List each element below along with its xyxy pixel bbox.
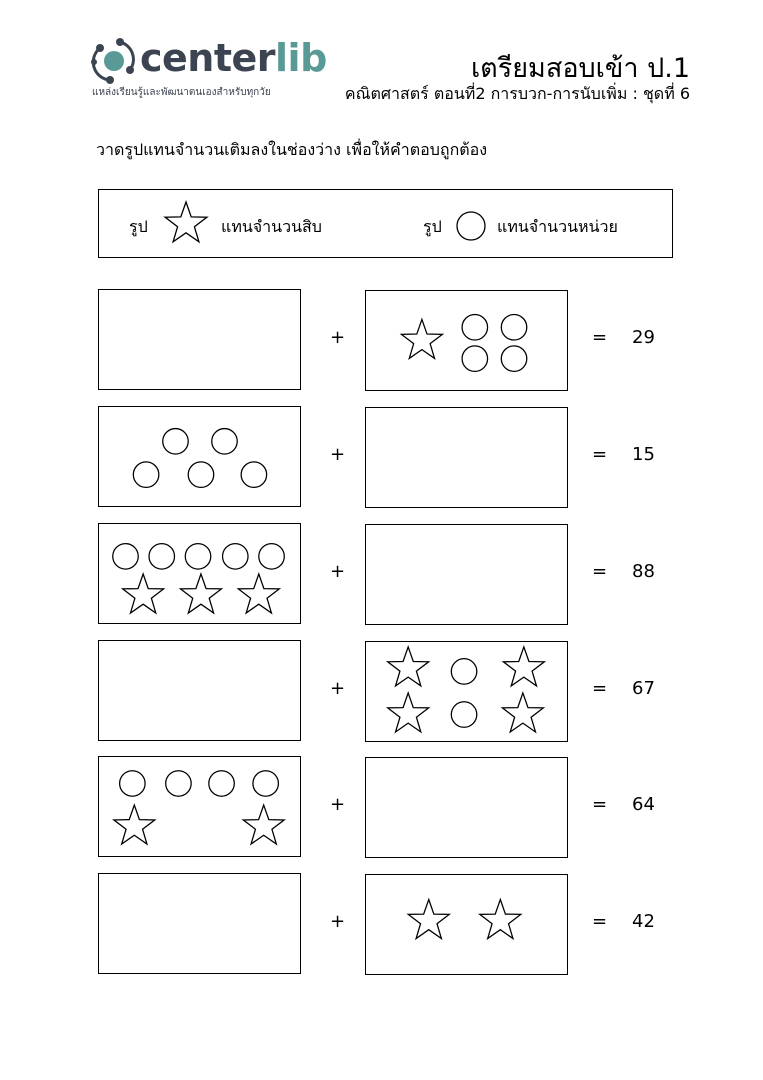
plus-sign: + xyxy=(330,327,346,348)
star-icon xyxy=(407,898,450,940)
shape-box xyxy=(365,290,568,391)
instruction: วาดรูปแทนจำนวนเติมลงในช่องว่าง เพื่อให้ค… xyxy=(96,140,488,159)
answer-value: 67 xyxy=(632,678,655,699)
shape-box xyxy=(98,406,301,507)
circle-icon xyxy=(118,770,146,797)
circle-icon xyxy=(162,427,189,455)
answer-box-empty[interactable] xyxy=(98,640,301,741)
star-icon xyxy=(161,199,211,249)
logo-main: center xyxy=(140,36,276,80)
circle-icon xyxy=(500,313,528,341)
logo-icon xyxy=(91,38,135,84)
equals-sign: = xyxy=(592,678,608,699)
circle-icon xyxy=(456,211,486,241)
legend-box: รูป แทนจำนวนสิบ รูป แทนจำนวนหน่วย xyxy=(98,189,673,258)
circle-icon xyxy=(211,427,238,455)
legend-shape-label: รูป xyxy=(129,217,148,236)
circle-icon xyxy=(187,461,215,489)
star-icon xyxy=(502,646,545,687)
star-icon xyxy=(179,573,223,614)
answer-value: 15 xyxy=(632,444,655,465)
answer-value: 88 xyxy=(632,561,655,582)
circle-icon xyxy=(258,542,285,570)
shape-box xyxy=(98,523,301,624)
circle-icon xyxy=(450,658,478,685)
logo-accent: lib xyxy=(275,36,327,80)
shape-box xyxy=(365,874,568,975)
circle-icon xyxy=(221,542,249,570)
plus-sign: + xyxy=(330,561,346,582)
plus-sign: + xyxy=(330,794,346,815)
answer-value: 29 xyxy=(632,327,655,348)
circle-icon xyxy=(461,345,489,373)
answer-box-empty[interactable] xyxy=(98,873,301,974)
equals-sign: = xyxy=(592,444,608,465)
page-subtitle: คณิตศาสตร์ ตอนที่2 การบวก-การนับเพิ่ม : … xyxy=(344,84,690,103)
plus-sign: + xyxy=(330,911,346,932)
star-icon xyxy=(237,573,280,614)
legend-circle-meaning: แทนจำนวนหน่วย xyxy=(497,217,618,236)
answer-box-empty[interactable] xyxy=(365,524,568,625)
circle-icon xyxy=(132,461,160,489)
legend-star-meaning: แทนจำนวนสิบ xyxy=(221,217,322,236)
equals-sign: = xyxy=(592,911,608,932)
circle-icon xyxy=(208,770,235,797)
star-icon xyxy=(501,692,544,733)
equals-sign: = xyxy=(592,794,608,815)
star-icon xyxy=(122,573,165,614)
circle-icon xyxy=(184,542,212,570)
circle-icon xyxy=(240,461,268,489)
plus-sign: + xyxy=(330,444,346,465)
circle-icon xyxy=(112,542,139,570)
circle-icon xyxy=(252,770,280,797)
logo-text: centerlib xyxy=(140,36,327,80)
circle-icon xyxy=(450,701,478,728)
star-icon xyxy=(400,318,444,360)
equals-sign: = xyxy=(592,561,608,582)
legend-shape-label: รูป xyxy=(423,217,442,236)
star-icon xyxy=(242,804,285,845)
circle-icon xyxy=(461,313,489,341)
equals-sign: = xyxy=(592,327,608,348)
plus-sign: + xyxy=(330,678,346,699)
shape-box xyxy=(365,641,568,742)
circle-icon xyxy=(500,345,528,373)
answer-value: 64 xyxy=(632,794,655,815)
shape-box xyxy=(98,756,301,857)
star-icon xyxy=(113,804,156,845)
star-icon xyxy=(479,898,522,940)
circle-icon xyxy=(165,770,192,797)
answer-box-empty[interactable] xyxy=(365,407,568,508)
page-title: เตรียมสอบเข้า ป.1 xyxy=(470,53,690,84)
answer-value: 42 xyxy=(632,911,655,932)
answer-box-empty[interactable] xyxy=(98,289,301,390)
answer-box-empty[interactable] xyxy=(365,757,568,858)
star-icon xyxy=(387,692,430,733)
logo-tagline: แหล่งเรียนรู้และพัฒนาตนเองสำหรับทุกวัย xyxy=(92,87,271,98)
star-icon xyxy=(387,646,430,687)
circle-icon xyxy=(148,542,176,570)
